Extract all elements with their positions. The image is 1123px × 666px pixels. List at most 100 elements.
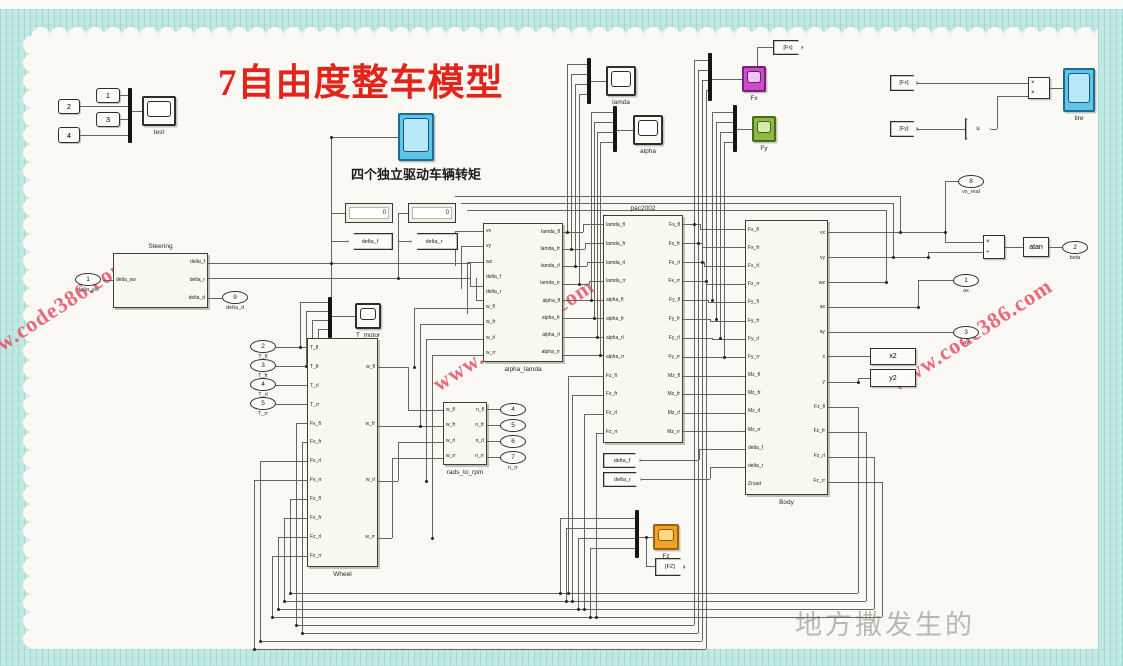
scope-T_motor[interactable] bbox=[355, 303, 381, 329]
inport-T_fr[interactable]: 3 bbox=[250, 359, 276, 372]
signal-tag-Fx[interactable]: [Fx] bbox=[890, 75, 918, 91]
inport-T_rl[interactable]: 4 bbox=[250, 378, 276, 391]
wire bbox=[828, 307, 918, 308]
wire bbox=[945, 181, 958, 182]
subsystem-label-body: Body bbox=[779, 499, 794, 506]
mux-block[interactable] bbox=[613, 106, 617, 152]
wire-junction bbox=[259, 640, 262, 643]
wire bbox=[699, 449, 700, 460]
scope-Fx[interactable] bbox=[742, 66, 766, 92]
goto-x2-block[interactable]: x2 bbox=[870, 348, 916, 365]
wire-junction bbox=[567, 592, 570, 595]
signal-tag-delta_r[interactable]: delta_r bbox=[603, 472, 642, 487]
divide-block[interactable]: ×÷ bbox=[983, 235, 1005, 259]
wire bbox=[587, 262, 588, 266]
mux-block[interactable] bbox=[733, 105, 737, 152]
wire bbox=[698, 70, 708, 71]
display-block-1[interactable]: 0 bbox=[408, 203, 456, 223]
wire bbox=[858, 378, 859, 382]
input-port-Fx_rl: Fx_rl bbox=[748, 262, 760, 269]
goto-y2-block[interactable]: y2 bbox=[870, 369, 916, 387]
constant-block-3[interactable]: 3 bbox=[96, 112, 120, 127]
inport-T_fl[interactable]: 2 bbox=[250, 340, 276, 353]
wire bbox=[398, 213, 399, 278]
scope-torque[interactable] bbox=[398, 113, 434, 161]
wire bbox=[600, 142, 601, 355]
wire-junction bbox=[596, 336, 599, 339]
scope-test[interactable] bbox=[142, 96, 176, 126]
output-port-Mz_rr: Mz_rr bbox=[667, 429, 680, 436]
mux-block[interactable] bbox=[328, 297, 332, 338]
subsystem-label-wheel: Wheel bbox=[333, 571, 352, 578]
outport-6[interactable]: 6 bbox=[500, 435, 526, 448]
product-block[interactable]: ×× bbox=[1028, 77, 1050, 99]
outport-vx_real[interactable]: 8 bbox=[958, 175, 984, 188]
scope-lamda[interactable] bbox=[606, 66, 636, 96]
outport-label: beta bbox=[1069, 255, 1081, 261]
wire bbox=[928, 252, 929, 257]
display-block-0[interactable]: 0 bbox=[345, 203, 393, 223]
constant-block-1[interactable]: 1 bbox=[96, 88, 120, 103]
signal-tag-FZ[interactable]: [FZ] bbox=[655, 558, 685, 576]
wire bbox=[571, 74, 587, 75]
input-port-T_fr: T_fr bbox=[310, 363, 319, 370]
mux-block[interactable] bbox=[587, 58, 591, 104]
signal-tag-Fy[interactable]: [Fy] bbox=[890, 121, 918, 137]
scope-Fy[interactable] bbox=[752, 116, 776, 142]
wire bbox=[272, 556, 273, 617]
input-port-Mz_rr: Mz_rr bbox=[748, 426, 761, 433]
wire bbox=[290, 499, 307, 500]
wire bbox=[918, 129, 965, 130]
wire-junction bbox=[301, 632, 304, 635]
output-port-Fz_rl: Fz_rl bbox=[813, 453, 825, 460]
mux-block[interactable] bbox=[635, 510, 639, 558]
mux-block[interactable] bbox=[128, 88, 132, 143]
wire-junction bbox=[425, 480, 428, 483]
outport-n_rr[interactable]: 7 bbox=[500, 451, 526, 464]
signal-tag-delta_r[interactable]: delta_r bbox=[410, 233, 458, 250]
wire bbox=[704, 262, 705, 266]
wire bbox=[828, 407, 858, 408]
scope-Fz[interactable] bbox=[653, 524, 679, 550]
scope-alpha[interactable] bbox=[633, 115, 663, 145]
wire bbox=[566, 528, 635, 529]
output-port-lamda_rl: lamda_rl bbox=[540, 263, 560, 270]
outport-beta[interactable]: 2 bbox=[1062, 241, 1088, 254]
wire bbox=[378, 426, 443, 427]
inport-delta_sw[interactable]: 1 bbox=[75, 273, 101, 286]
mux-block[interactable] bbox=[708, 53, 712, 101]
outport-ay[interactable]: 3 bbox=[953, 326, 979, 339]
outport-ax[interactable]: 1 bbox=[953, 274, 979, 287]
wire bbox=[392, 458, 443, 459]
signal-tag-Fx[interactable]: [Fx] bbox=[773, 40, 803, 55]
scope-label-alpha: alpha bbox=[640, 148, 656, 155]
wire bbox=[120, 119, 128, 120]
wire bbox=[398, 213, 408, 214]
outport-delta_d[interactable]: 9 bbox=[222, 291, 248, 304]
constant-block-2[interactable]: 2 bbox=[58, 99, 80, 114]
wire bbox=[641, 460, 699, 461]
constant-block-4[interactable]: 4 bbox=[58, 127, 80, 143]
wire bbox=[583, 224, 584, 232]
gain-block[interactable]: u bbox=[965, 118, 991, 140]
signal-tag-delta_f[interactable]: delta_f bbox=[347, 233, 393, 250]
atan-block[interactable]: atan bbox=[1023, 237, 1049, 257]
signal-tag-delta_f[interactable]: delta_f bbox=[603, 453, 641, 468]
scope-tire[interactable] bbox=[1063, 68, 1095, 112]
wire bbox=[590, 548, 635, 549]
wire bbox=[646, 566, 657, 567]
watermark-footer: 地方撒发生的 bbox=[795, 610, 975, 640]
wire-junction bbox=[574, 265, 577, 268]
wire bbox=[918, 280, 919, 307]
outport-4[interactable]: 4 bbox=[500, 403, 526, 416]
wire bbox=[858, 378, 870, 379]
inport-T_rr[interactable]: 5 bbox=[250, 397, 276, 410]
wire bbox=[597, 132, 598, 337]
outport-5[interactable]: 5 bbox=[500, 419, 526, 432]
